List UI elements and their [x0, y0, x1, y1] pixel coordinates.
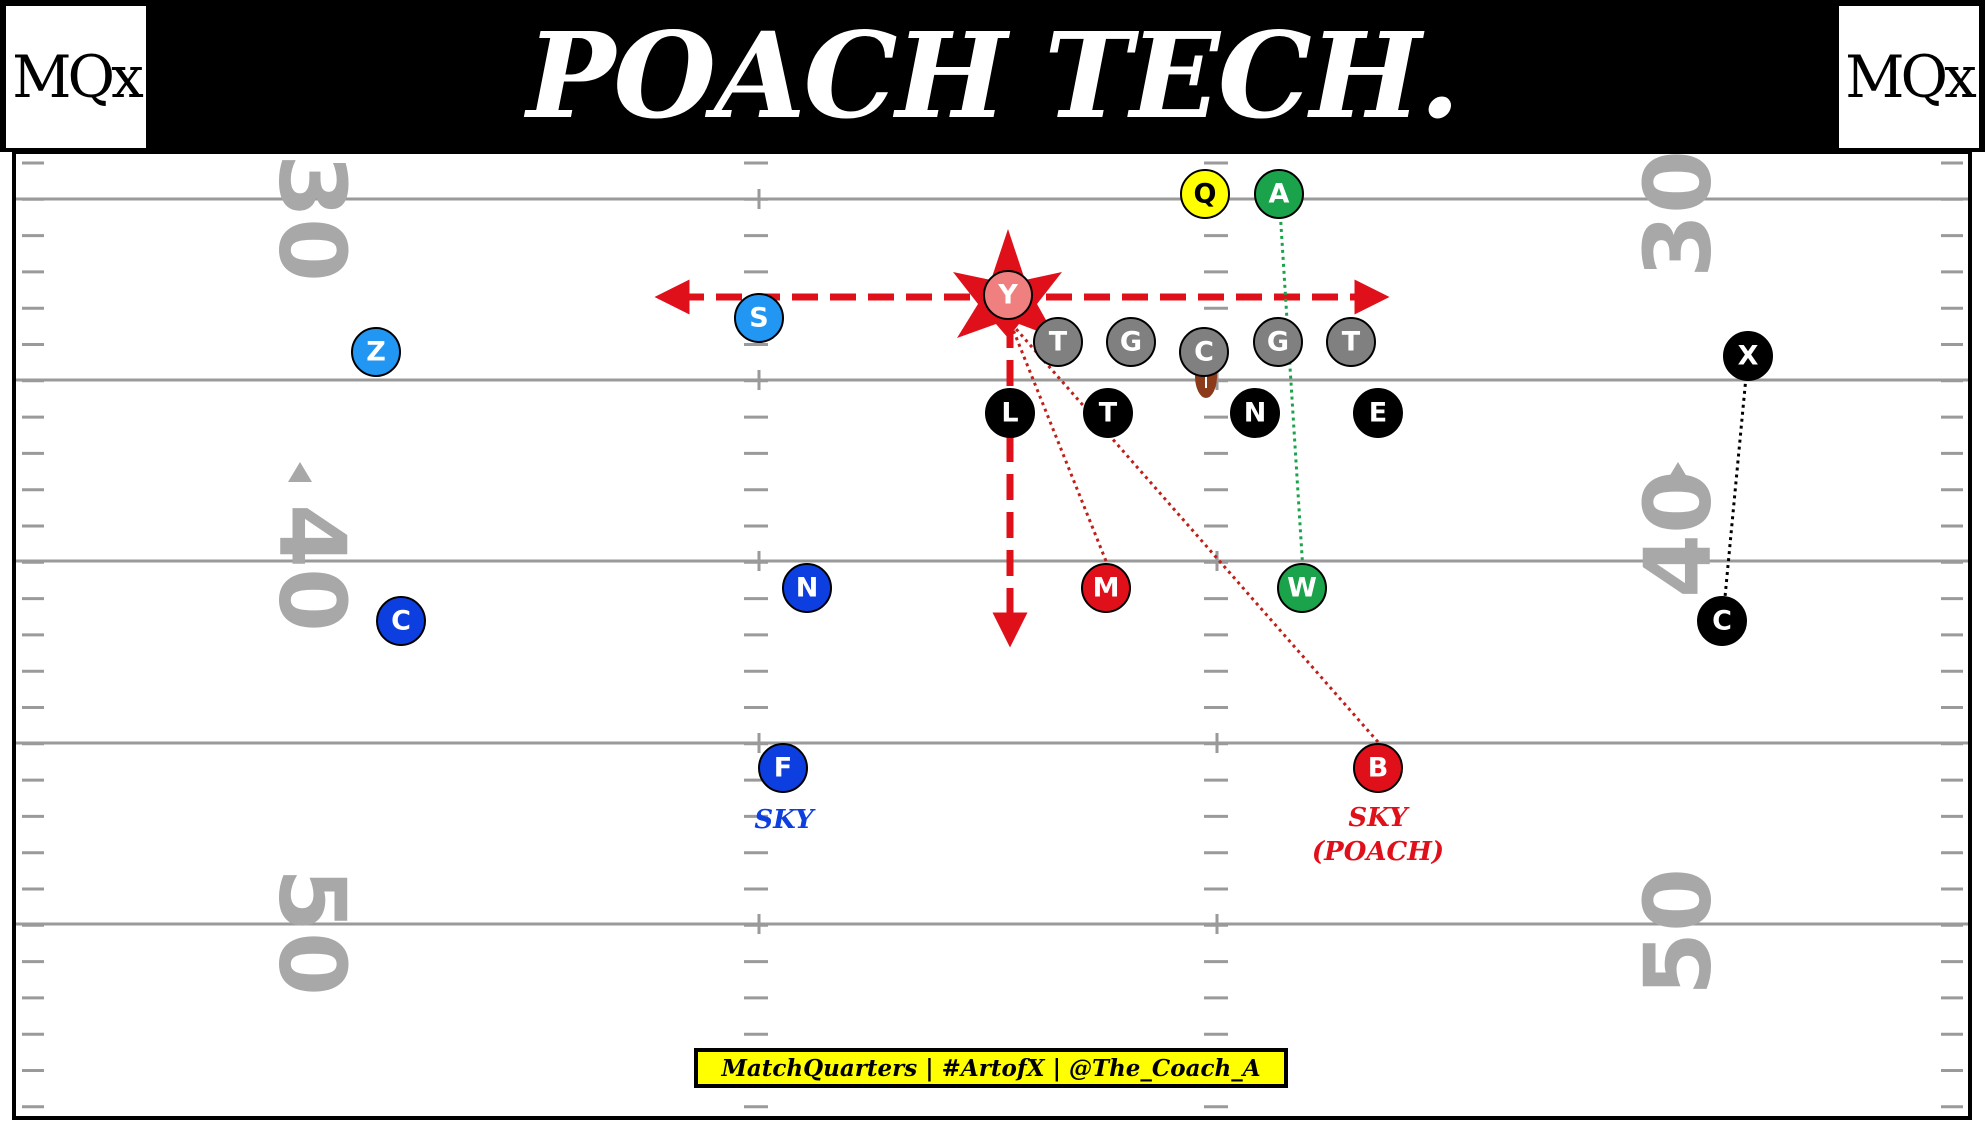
player-dl-t: T [1083, 388, 1133, 438]
player-dl-t-label: T [1099, 398, 1118, 429]
yard-number-right-40: 40 [1624, 470, 1731, 598]
yard-number-right-50: 50 [1624, 868, 1731, 996]
sky-left-label: SKY [754, 805, 816, 835]
yard-numbers: 30 40 50 30 40 50 [259, 152, 1732, 996]
yard-number-right-30: 30 [1624, 152, 1731, 278]
player-y: Y [983, 270, 1033, 320]
logo-left: MQx [6, 6, 146, 148]
footer-credit: MatchQuarters | #ArtofX | @The_Coach_A [694, 1048, 1288, 1088]
player-y-label: Y [997, 280, 1018, 311]
player-f-label: F [774, 753, 792, 784]
player-x: X [1723, 331, 1773, 381]
player-c-left-label: C [391, 606, 411, 637]
player-s: S [734, 293, 784, 343]
player-m-marker [1081, 563, 1131, 613]
player-s-label: S [749, 303, 768, 334]
player-dl-e-marker [1353, 388, 1403, 438]
player-ol-c-marker [1179, 327, 1229, 377]
player-c-left: C [376, 596, 426, 646]
football-field: 30 40 50 30 40 50 Q A Y S Z T G C G T X L T N E N M W C C F B… [12, 152, 1972, 1120]
player-w: W [1277, 563, 1327, 613]
player-m-label: M [1093, 573, 1120, 604]
player-w-label: W [1287, 573, 1317, 604]
page-title: POACH TECH. [526, 6, 1461, 145]
yard-number-left-50: 50 [259, 868, 366, 996]
sky-right-label-line1: SKY [1348, 803, 1410, 833]
player-dl-n-label: N [1244, 398, 1267, 429]
player-ol-g1-marker [1106, 317, 1156, 367]
player-ol-t1-label: T [1049, 327, 1068, 358]
players-layer: Q A Y S Z T G C G T X L T N E N M W C C F B [351, 169, 1773, 793]
player-dl-l-marker [985, 388, 1035, 438]
player-c-left-marker [376, 596, 426, 646]
player-ol-t1: T [1033, 317, 1083, 367]
yard-lines [16, 197, 1968, 926]
player-dl-t-marker [1083, 388, 1133, 438]
player-s-marker [734, 293, 784, 343]
player-m: M [1081, 563, 1131, 613]
player-x-label: X [1738, 341, 1759, 372]
player-q-label: Q [1194, 179, 1217, 210]
player-f-marker [758, 743, 808, 793]
player-b-label: B [1368, 753, 1389, 784]
player-z-marker [351, 327, 401, 377]
player-z: Z [351, 327, 401, 377]
player-c-right-label: C [1712, 606, 1732, 637]
mike-read-line [1008, 321, 1108, 562]
player-q: Q [1180, 169, 1230, 219]
player-ol-g1: G [1106, 317, 1156, 367]
player-a-marker [1254, 169, 1304, 219]
player-b-marker [1353, 743, 1403, 793]
player-dl-e: E [1353, 388, 1403, 438]
player-a: A [1254, 169, 1304, 219]
player-ol-g2-marker [1253, 317, 1303, 367]
player-b: B [1353, 743, 1403, 793]
routes [654, 193, 1750, 743]
b-poach-line [1008, 321, 1380, 743]
player-n-marker [782, 563, 832, 613]
player-dl-n: N [1230, 388, 1280, 438]
yard-direction-arrows [288, 462, 1690, 482]
logo-left-text: MQx [12, 43, 144, 111]
x-corner-line [1721, 355, 1750, 619]
yard-number-left-30: 30 [259, 154, 366, 282]
header-bar: MQx POACH TECH. MQx [0, 0, 1985, 152]
sky-right-label-line2: (POACH) [1312, 837, 1444, 867]
player-c-right-marker [1697, 596, 1747, 646]
player-ol-t2: T [1326, 317, 1376, 367]
player-w-marker [1277, 563, 1327, 613]
player-c-right: C [1697, 596, 1747, 646]
player-n-label: N [796, 573, 819, 604]
player-ol-t2-label: T [1342, 327, 1361, 358]
player-x-marker [1723, 331, 1773, 381]
player-y-marker [983, 270, 1033, 320]
player-dl-e-label: E [1369, 398, 1387, 429]
player-ol-c-label: C [1194, 337, 1214, 368]
player-dl-n-marker [1230, 388, 1280, 438]
logo-right-text: MQx [1845, 43, 1977, 111]
player-ol-t1-marker [1033, 317, 1083, 367]
logo-right: MQx [1839, 6, 1979, 148]
player-a-label: A [1269, 179, 1290, 210]
player-q-marker [1180, 169, 1230, 219]
player-ol-g2: G [1253, 317, 1303, 367]
player-ol-c: C [1179, 327, 1229, 377]
player-dl-l: L [985, 388, 1035, 438]
player-f: F [758, 743, 808, 793]
a-will-line [1277, 193, 1306, 588]
player-ol-g2-label: G [1267, 327, 1289, 358]
yard-number-left-40: 40 [259, 504, 366, 632]
player-n: N [782, 563, 832, 613]
player-z-label: Z [366, 337, 386, 368]
player-ol-g1-label: G [1120, 327, 1142, 358]
player-dl-l-label: L [1001, 398, 1018, 429]
player-ol-t2-marker [1326, 317, 1376, 367]
